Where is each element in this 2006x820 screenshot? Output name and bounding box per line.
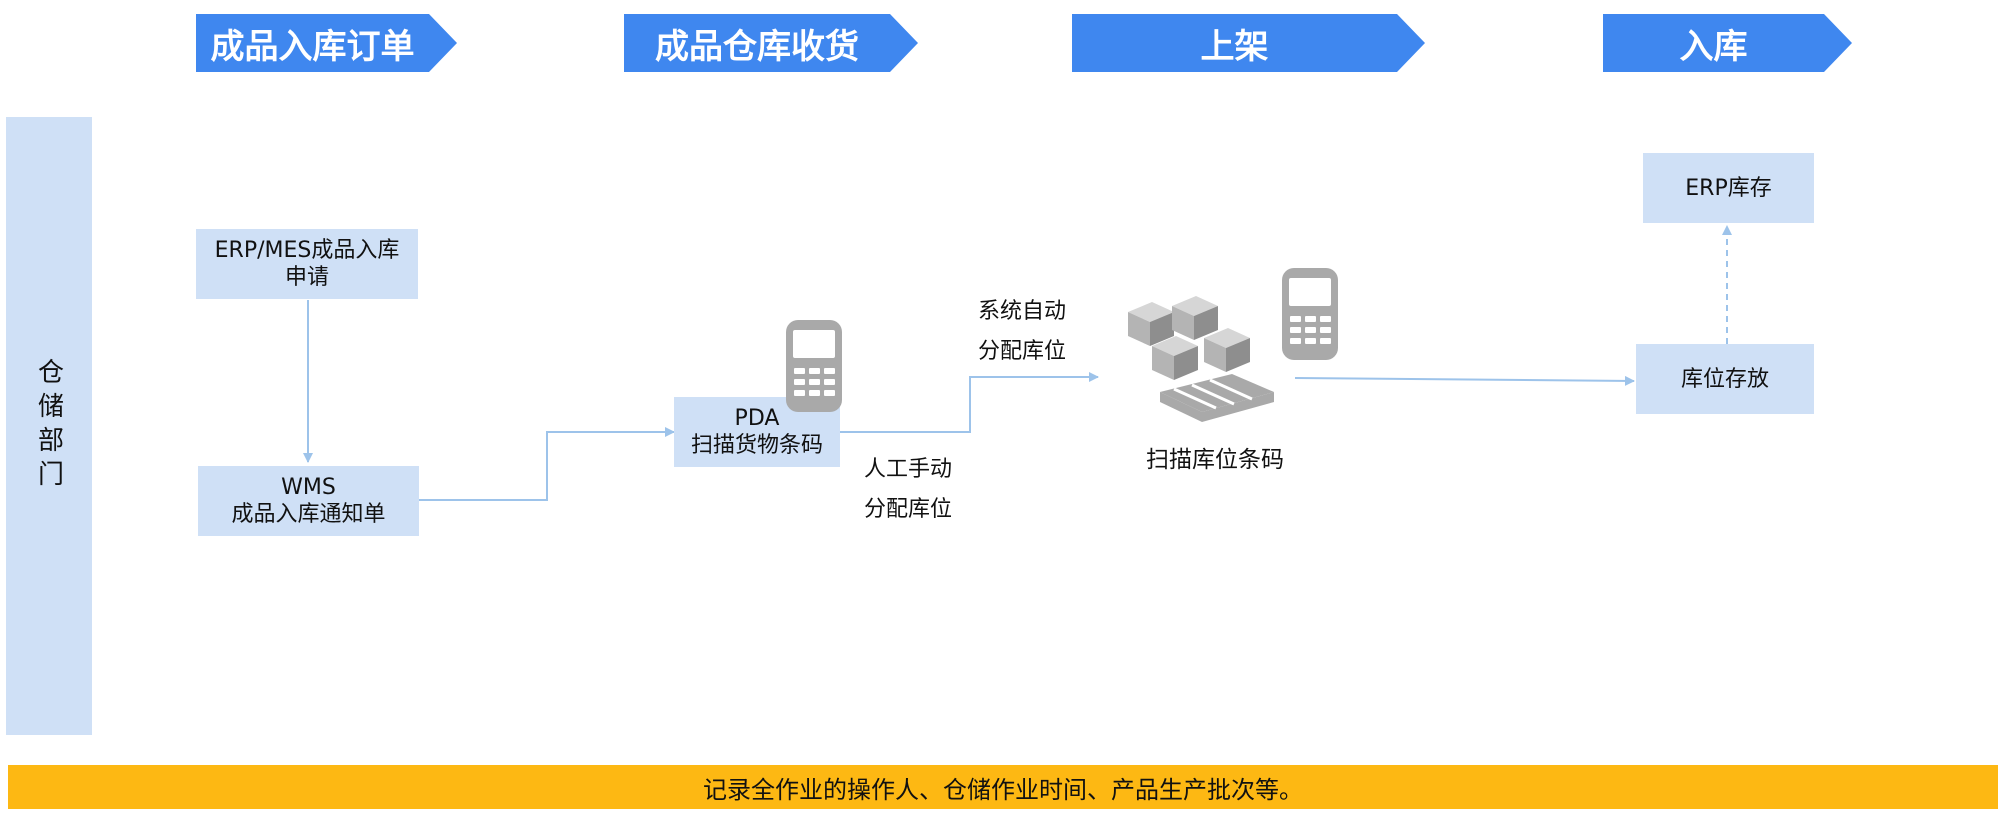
node-pda-scan-line1: PDA	[734, 406, 780, 431]
phase-warehouse-receiving: 成品仓库收货	[624, 14, 918, 72]
connector-pda-to-shelving	[840, 372, 1099, 433]
branch-manual-line2: 分配库位	[864, 497, 953, 522]
footer-note: 记录全作业的操作人、仓储作业时间、产品生产批次等。	[8, 765, 1998, 809]
phase-stock-in: 入库	[1603, 14, 1852, 72]
node-erp-mes-request-line2: 申请	[284, 265, 329, 290]
phase-shelving: 上架	[1072, 14, 1425, 72]
connector-scan-to-storage	[1294, 375, 1635, 386]
branch-auto-line1: 系统自动	[978, 299, 1067, 324]
handheld-scanner-icon	[786, 320, 842, 412]
node-wms-notice: WMS 成品入库通知单	[198, 466, 419, 536]
node-pda-scan-line2: 扫描货物条码	[690, 433, 823, 458]
node-erp-mes-request-line1: ERP/MES成品入库	[214, 238, 400, 263]
phase-finished-goods-order: 成品入库订单	[196, 14, 457, 72]
handheld-scanner-icon	[1282, 268, 1338, 360]
boxes-on-pallet-icon	[1128, 296, 1274, 422]
swimlane-warehouse-dept: 仓储部门	[6, 117, 92, 735]
branch-manual-line1: 人工手动	[864, 457, 953, 482]
node-erp-mes-request: ERP/MES成品入库 申请	[196, 229, 418, 299]
node-location-storage-label: 库位存放	[1680, 366, 1769, 392]
node-scan-location-label: 扫描库位条码	[1146, 447, 1284, 473]
node-wms-notice-line2: 成品入库通知单	[231, 502, 386, 527]
node-wms-notice-line1: WMS	[281, 475, 336, 500]
footer-note-text: 记录全作业的操作人、仓储作业时间、产品生产批次等。	[703, 775, 1303, 804]
swimlane-label: 仓储部门	[33, 358, 64, 494]
node-erp-inventory: ERP库存	[1643, 153, 1814, 223]
node-erp-inventory-label: ERP库存	[1685, 175, 1772, 201]
branch-auto-line2: 分配库位	[978, 339, 1067, 364]
node-location-storage: 库位存放	[1636, 344, 1814, 414]
connector-wms-to-pda	[419, 427, 675, 501]
